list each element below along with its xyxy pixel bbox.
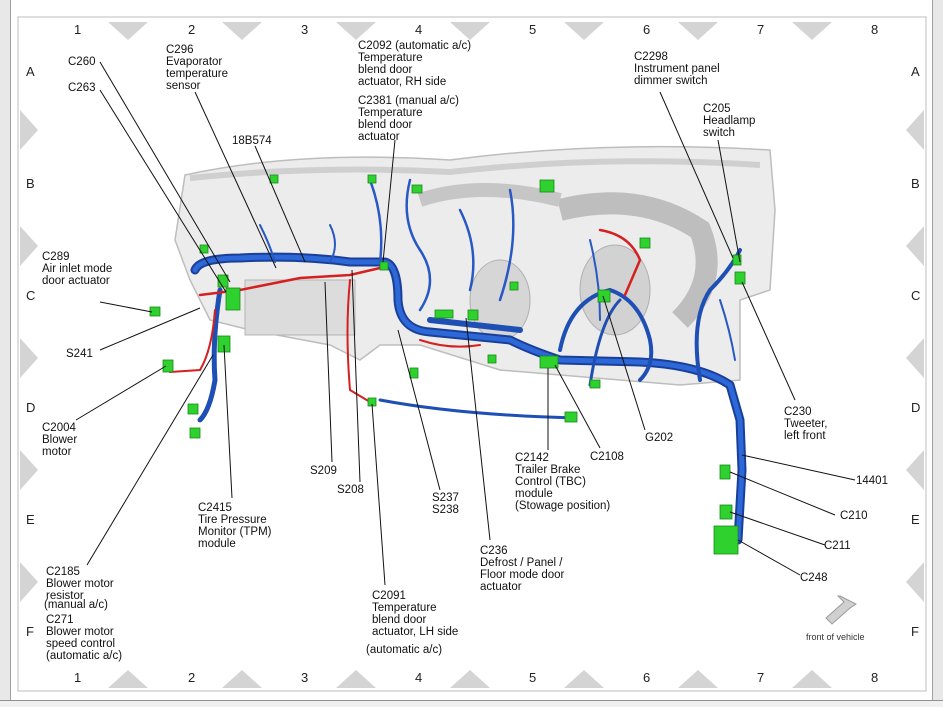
connectors xyxy=(149,174,746,555)
grid-row-f-left: F xyxy=(26,624,34,639)
grid-row-e-left: E xyxy=(26,512,35,527)
label-front-of-vehicle: front of vehicle xyxy=(806,632,865,642)
grid-row-b-left: B xyxy=(26,176,35,191)
grid-col-1-top: 1 xyxy=(74,22,82,37)
label-c2185: C2185 Blower motor resistor xyxy=(46,566,114,602)
diagram-border xyxy=(17,16,927,692)
grid-col-1-bottom: 1 xyxy=(74,670,82,685)
grid-row-d-right: D xyxy=(911,400,921,415)
leader-lines xyxy=(75,61,856,586)
label-automatic-ac: (automatic a/c) xyxy=(366,644,443,656)
label-c271: C271 Blower motor speed control (automat… xyxy=(46,614,123,662)
label-c2415: C2415 Tire Pressure Monitor (TPM) module xyxy=(198,502,272,550)
front-of-vehicle-arrow-icon xyxy=(825,595,857,625)
grid-row-c-left: C xyxy=(26,288,36,303)
label-c2108: C2108 xyxy=(590,451,624,463)
grid-col-5-bottom: 5 xyxy=(529,670,537,685)
label-c230: C230 Tweeter, left front xyxy=(784,406,828,442)
label-c263: C263 xyxy=(68,82,96,94)
label-c210: C210 xyxy=(840,510,868,522)
grid-col-5-top: 5 xyxy=(529,22,537,37)
label-c260: C260 xyxy=(68,56,96,68)
grid-col-8-top: 8 xyxy=(871,22,879,37)
grid-col-2-bottom: 2 xyxy=(188,670,196,685)
label-18b574: 18B574 xyxy=(232,135,272,147)
label-s241: S241 xyxy=(66,348,93,360)
label-c211: C211 xyxy=(824,540,851,552)
grid-row-e-right: E xyxy=(911,512,920,527)
grid-row-c-right: C xyxy=(911,288,921,303)
grid-col-3-top: 3 xyxy=(301,22,309,37)
grid-col-3-bottom: 3 xyxy=(301,670,309,685)
instrument-panel-silhouette xyxy=(174,145,776,386)
grid-col-6-top: 6 xyxy=(643,22,651,37)
grid-row-f-right: F xyxy=(911,624,919,639)
grid-col-6-bottom: 6 xyxy=(643,670,651,685)
label-s209: S209 xyxy=(310,465,337,477)
grid-col-4-top: 4 xyxy=(415,22,423,37)
label-c2142: C2142 Trailer Brake Control (TBC) module… xyxy=(515,452,611,512)
grid-row-a-right: A xyxy=(911,64,920,79)
label-c2092: C2092 (automatic a/c) Temperature blend … xyxy=(358,40,472,88)
label-c296: C296 Evaporator temperature sensor xyxy=(166,44,229,92)
main-harness-blue xyxy=(190,178,747,545)
grid-col-8-bottom: 8 xyxy=(871,670,879,685)
grid-col-7-top: 7 xyxy=(757,22,765,37)
label-c236: C236 Defrost / Panel / Floor mode door a… xyxy=(480,545,565,593)
label-s208: S208 xyxy=(337,484,364,496)
window-frame-bottom xyxy=(0,700,943,707)
grid-col-2-top: 2 xyxy=(188,22,196,37)
label-s237-s238: S237 S238 xyxy=(432,492,459,516)
label-g202: G202 xyxy=(645,432,674,444)
label-c205: C205 Headlamp switch xyxy=(703,103,756,139)
label-14401: 14401 xyxy=(856,475,888,487)
label-c2298: C2298 Instrument panel dimmer switch xyxy=(634,51,720,87)
window-frame-left xyxy=(0,0,11,707)
label-c2381: C2381 (manual a/c) Temperature blend doo… xyxy=(358,95,459,143)
grid-col-7-bottom: 7 xyxy=(757,670,765,685)
grid-row-d-left: D xyxy=(26,400,36,415)
label-c248: C248 xyxy=(800,572,828,584)
grid-row-b-right: B xyxy=(911,176,920,191)
label-c2004: C2004 Blower motor xyxy=(42,422,78,458)
grid-row-a-left: A xyxy=(26,64,35,79)
label-c2091: C2091 Temperature blend door actuator, L… xyxy=(372,590,459,638)
grid-edge-markers xyxy=(20,22,924,688)
label-c289: C289 Air inlet mode door actuator xyxy=(42,251,113,287)
window-frame-right xyxy=(932,0,943,707)
grid-col-4-bottom: 4 xyxy=(415,670,423,685)
label-manual-ac: (manual a/c) xyxy=(44,599,108,611)
